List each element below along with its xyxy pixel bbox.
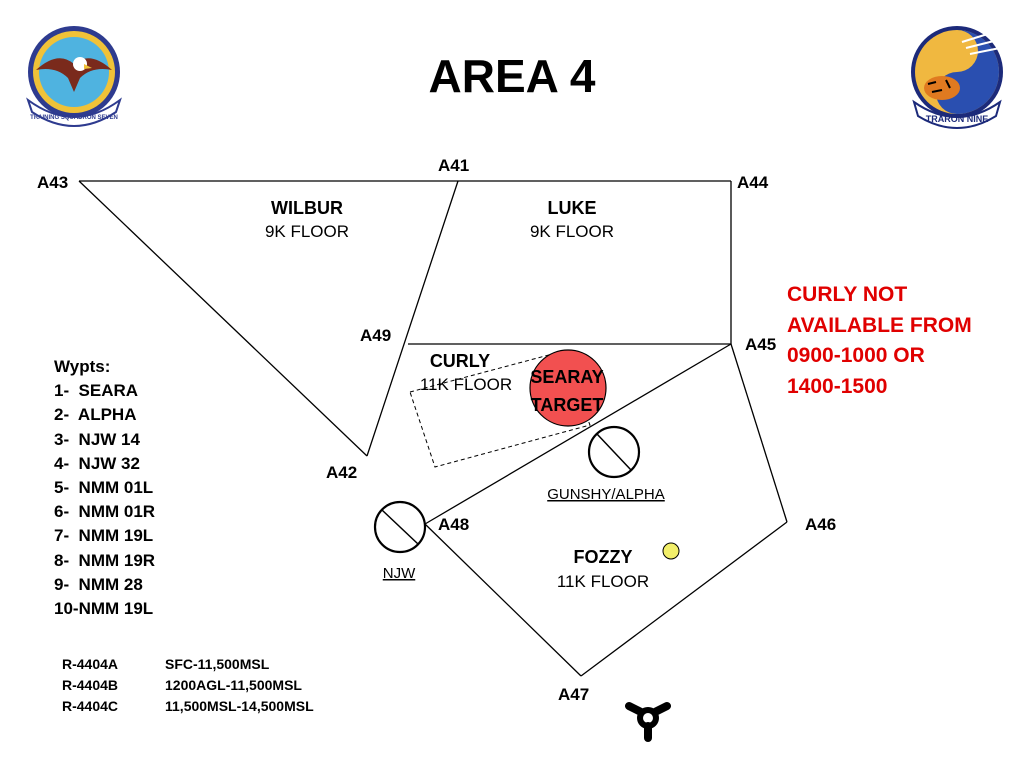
airspace-row: R-4404A SFC-11,500MSL: [62, 654, 314, 675]
gunshy-label: GUNSHY/ALPHA: [547, 486, 665, 503]
area-name-wilbur: WILBUR: [271, 198, 343, 218]
notice-line: 0900-1000 OR: [787, 344, 925, 367]
waypoint-item: 6- NMM 01R: [54, 502, 156, 522]
emblem-banner-text: TRARON NINE: [926, 114, 989, 124]
curly-area-boundary: [409, 351, 591, 468]
airspace-row: R-4404B 1200AGL-11,500MSL: [62, 675, 314, 696]
waypoint-item: 7- NMM 19L: [54, 526, 154, 546]
waypoint-item: 1- SEARA: [54, 381, 139, 401]
boundary-a45-a46: [730, 343, 788, 523]
eagle-squadron-emblem: TRAINING SQUADRON SEVEN: [26, 26, 122, 127]
area-name-curly: CURLY: [430, 351, 490, 371]
boundary-a42-a41: [366, 180, 459, 457]
waypoint-item: 10-NMM 19L: [54, 599, 154, 619]
gunshy-marker-slash: [596, 433, 632, 471]
boundary-a46-a47: [580, 521, 788, 677]
target-label-line2: TARGET: [531, 395, 604, 415]
airspace-id: R-4404B: [62, 677, 119, 693]
area-name-fozzy: FOZZY: [574, 547, 633, 567]
airspace-row: R-4404C 11,500MSL-14,500MSL: [62, 696, 314, 717]
point-label-a43: A43: [37, 173, 68, 192]
boundary-a45-a48: [424, 343, 732, 525]
waypoint-list: Wypts: 1- SEARA 2- ALPHA 3- NJW 14 4- NJ…: [54, 355, 155, 621]
airspace-range: 11,500MSL-14,500MSL: [165, 698, 314, 714]
emblem-banner-text: TRAINING SQUADRON SEVEN: [30, 115, 118, 121]
target-label-line1: SEARAY: [530, 367, 603, 387]
notice-line: 1400-1500: [787, 374, 888, 398]
point-label-a44: A44: [737, 173, 769, 192]
notice-line: CURLY NOT: [787, 283, 908, 306]
njw-marker-slash: [381, 509, 419, 545]
area-floor-curly: 11K FLOOR: [420, 375, 512, 394]
waypoint-item: 2- ALPHA: [54, 405, 137, 425]
airspace-id: R-4404A: [62, 656, 119, 672]
waypoint-item: 8- NMM 19R: [54, 550, 156, 570]
point-label-a47: A47: [558, 685, 589, 704]
airspace-id: R-4404C: [62, 698, 119, 714]
area-name-luke: LUKE: [548, 198, 597, 218]
waypoint-item: 3- NJW 14: [54, 429, 140, 449]
waypoint-item: 9- NMM 28: [54, 574, 143, 594]
boundary-a43-a42: [78, 180, 368, 457]
waypoint-item: 4- NJW 32: [54, 453, 140, 473]
area-floor-fozzy: 11K FLOOR: [557, 572, 649, 591]
searay-target-circle: [529, 349, 607, 427]
notice-line: AVAILABLE FROM: [787, 313, 972, 337]
area-floor-wilbur: 9K FLOOR: [265, 222, 349, 241]
availability-notice: CURLY NOT AVAILABLE FROM 0900-1000 OR 14…: [787, 280, 972, 402]
restricted-airspace-table: R-4404A SFC-11,500MSL R-4404B 1200AGL-11…: [62, 654, 314, 717]
waypoint-item: 5- NMM 01L: [54, 478, 154, 498]
point-label-a46: A46: [805, 515, 836, 534]
tiger-squadron-emblem: TRARON NINE: [911, 26, 1003, 129]
point-label-a48: A48: [438, 515, 469, 534]
point-label-a49: A49: [360, 326, 391, 345]
area-floor-luke: 9K FLOOR: [530, 222, 614, 241]
page-title: AREA 4: [428, 50, 596, 102]
point-label-a42: A42: [326, 463, 357, 482]
airspace-range: SFC-11,500MSL: [165, 656, 270, 672]
boundary-a48-a47: [424, 523, 582, 677]
airspace-range: 1200AGL-11,500MSL: [165, 677, 302, 693]
point-label-a41: A41: [438, 156, 469, 175]
point-marker-dot: [662, 542, 680, 560]
trefoil-logo-icon: [625, 700, 671, 744]
njw-label: NJW: [383, 565, 416, 582]
waypoint-heading: Wypts:: [54, 357, 111, 376]
point-label-a45: A45: [745, 335, 776, 354]
